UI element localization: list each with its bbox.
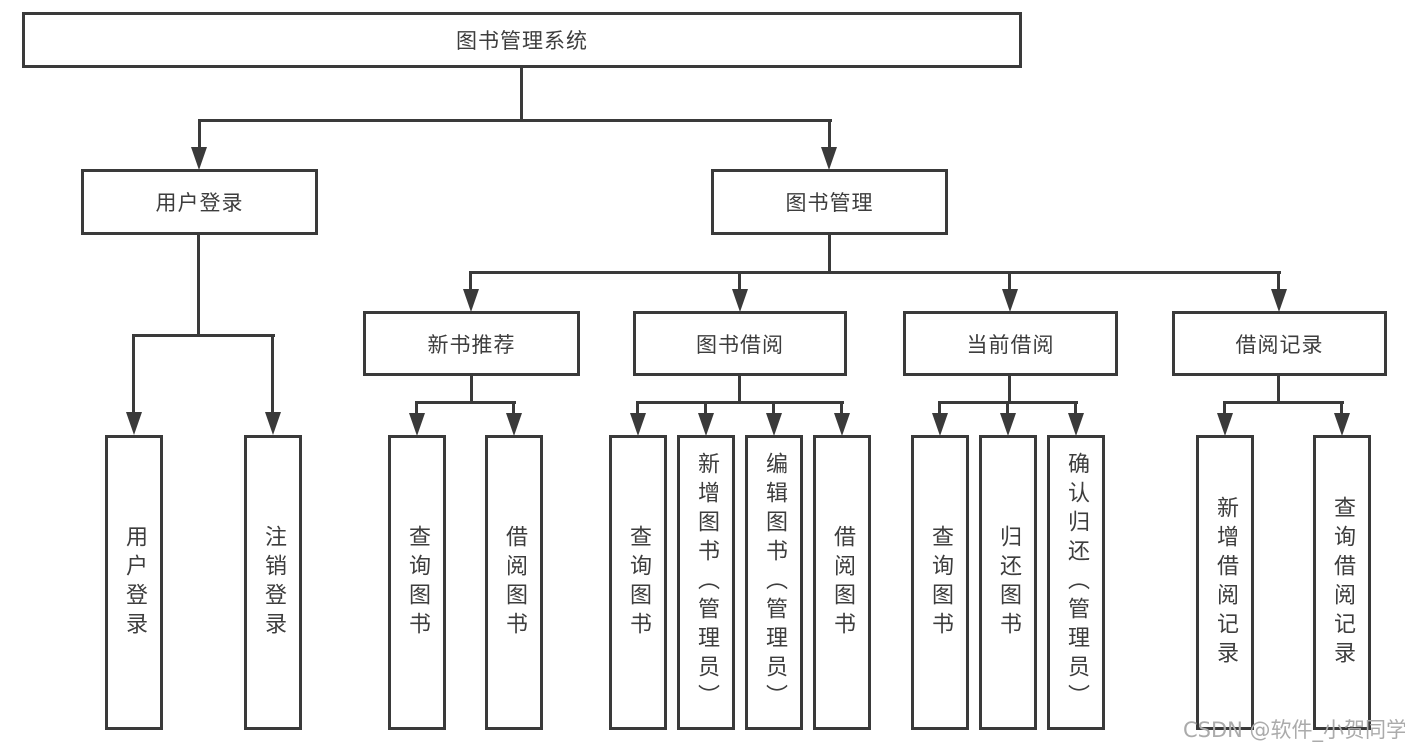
node-add-borrow-record: 新增借阅记录 bbox=[1196, 435, 1254, 730]
arrow-down-icon bbox=[834, 413, 850, 436]
connector-line bbox=[271, 334, 274, 413]
node-add-book-admin: 新增图书（管理员） bbox=[677, 435, 735, 730]
node-query-book-recommend: 查询图书 bbox=[388, 435, 446, 730]
connector-line bbox=[1008, 271, 1011, 291]
arrow-down-icon bbox=[821, 147, 837, 170]
connector-line bbox=[415, 401, 516, 404]
connector-line bbox=[636, 401, 844, 404]
node-edit-book-admin: 编辑图书（管理员） bbox=[745, 435, 803, 730]
arrow-down-icon bbox=[1271, 289, 1287, 312]
connector-line bbox=[1006, 401, 1009, 414]
connector-line bbox=[938, 401, 941, 414]
node-user-login: 用户登录 bbox=[81, 169, 318, 235]
node-return-book: 归还图书 bbox=[979, 435, 1037, 730]
connector-line bbox=[470, 376, 473, 404]
arrow-down-icon bbox=[1002, 289, 1018, 312]
connector-line bbox=[704, 401, 707, 414]
node-query-book-current: 查询图书 bbox=[911, 435, 969, 730]
connector-line bbox=[1074, 401, 1077, 414]
arrow-down-icon bbox=[409, 413, 425, 436]
connector-line bbox=[636, 401, 639, 414]
node-borrow-record: 借阅记录 bbox=[1172, 311, 1387, 376]
connector-line bbox=[1008, 376, 1011, 404]
connector-line bbox=[132, 334, 275, 337]
connector-line bbox=[828, 119, 831, 149]
arrow-down-icon bbox=[191, 147, 207, 170]
arrow-down-icon bbox=[732, 289, 748, 312]
connector-line bbox=[738, 376, 741, 404]
node-logout-leaf: 注销登录 bbox=[244, 435, 302, 730]
node-book-borrow: 图书借阅 bbox=[633, 311, 847, 376]
node-confirm-return-admin: 确认归还（管理员） bbox=[1047, 435, 1105, 730]
arrow-down-icon bbox=[932, 413, 948, 436]
connector-line bbox=[1277, 271, 1280, 291]
node-book-management: 图书管理 bbox=[711, 169, 948, 235]
connector-line bbox=[1277, 376, 1280, 404]
arrow-down-icon bbox=[1334, 413, 1350, 436]
node-borrow-book-recommend: 借阅图书 bbox=[485, 435, 543, 730]
node-query-book-borrow: 查询图书 bbox=[609, 435, 667, 730]
arrow-down-icon bbox=[463, 289, 479, 312]
connector-line bbox=[520, 67, 523, 122]
node-new-book-recommend: 新书推荐 bbox=[363, 311, 580, 376]
arrow-down-icon bbox=[126, 412, 142, 435]
connector-line bbox=[132, 334, 135, 413]
arrow-down-icon bbox=[1217, 413, 1233, 436]
csdn-watermark: CSDN @软件_小贺同学 bbox=[1183, 718, 1405, 742]
node-query-borrow-record: 查询借阅记录 bbox=[1313, 435, 1371, 730]
connector-line bbox=[512, 401, 515, 414]
node-current-borrow: 当前借阅 bbox=[903, 311, 1118, 376]
arrow-down-icon bbox=[265, 412, 281, 435]
node-borrow-book-leaf: 借阅图书 bbox=[813, 435, 871, 730]
connector-line bbox=[198, 119, 832, 122]
connector-line bbox=[197, 235, 200, 336]
connector-line bbox=[415, 401, 418, 414]
connector-line bbox=[1223, 401, 1344, 404]
connector-line bbox=[469, 271, 1281, 274]
arrow-down-icon bbox=[630, 413, 646, 436]
connector-line bbox=[738, 271, 741, 291]
node-user-login-leaf: 用户登录 bbox=[105, 435, 163, 730]
arrow-down-icon bbox=[1068, 413, 1084, 436]
arrow-down-icon bbox=[766, 413, 782, 436]
connector-line bbox=[1223, 401, 1226, 414]
connector-line bbox=[198, 119, 201, 149]
connector-line bbox=[840, 401, 843, 414]
arrow-down-icon bbox=[698, 413, 714, 436]
connector-line bbox=[772, 401, 775, 414]
connector-line bbox=[1340, 401, 1343, 414]
connector-line bbox=[828, 235, 831, 274]
connector-line bbox=[469, 271, 472, 291]
arrow-down-icon bbox=[506, 413, 522, 436]
node-library-system: 图书管理系统 bbox=[22, 12, 1022, 68]
arrow-down-icon bbox=[1000, 413, 1016, 436]
